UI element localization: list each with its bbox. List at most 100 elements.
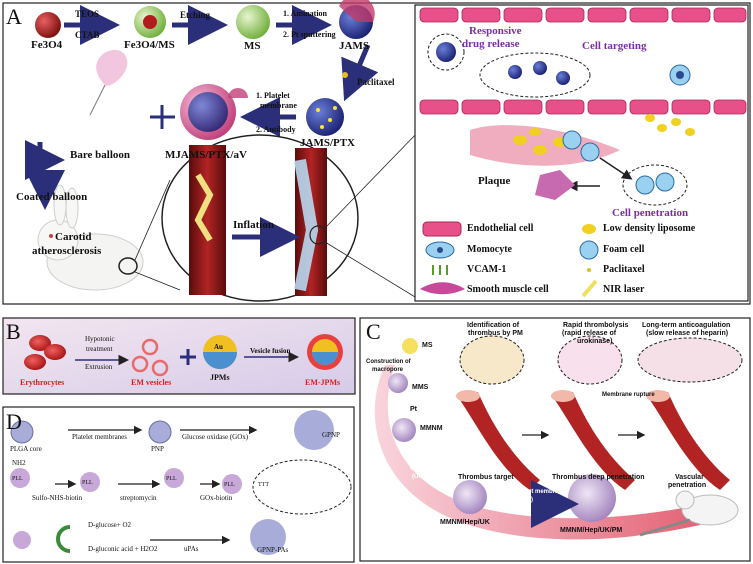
label-ctab: CTAB	[75, 30, 100, 40]
pnp-particle	[148, 420, 172, 444]
label-c-thrombus-target: Thrombus target	[458, 474, 514, 481]
label-d-dglucose: D-glucose+ O2	[88, 521, 132, 529]
label-d-upas: uPAs	[184, 545, 199, 553]
label-paclitaxel-step: Paclitaxel	[357, 77, 395, 87]
penetration-ellipse	[622, 164, 688, 206]
label-d-pnp: PNP	[151, 445, 164, 453]
legend-paclitaxel: Paclitaxel	[603, 264, 645, 275]
label-ms: MS	[244, 40, 261, 52]
fe3o4-particle	[35, 12, 61, 38]
ldl-icon	[582, 224, 596, 234]
label-c-pt: Pt	[410, 406, 417, 413]
balloon-icon	[96, 49, 128, 86]
label-teos: TEOS	[75, 9, 100, 19]
zoom-thrombus	[459, 335, 525, 385]
label-coated-balloon: Coated balloon	[16, 191, 88, 203]
vessel-c3	[646, 390, 730, 490]
label-c-platelet-membrane: Platelet membrane	[512, 489, 566, 495]
label-c-macropore: macropore	[372, 367, 404, 373]
gpnp-particle	[294, 410, 334, 450]
nir-laser-icon	[581, 279, 598, 298]
label-c-mmnm-hep-uk: MMNM/Hep/UK	[440, 519, 490, 526]
mmnm-hep-uk-particle	[453, 480, 487, 514]
label-bare-balloon: Bare balloon	[70, 149, 131, 161]
label-d-streptomycin: streptomycin	[120, 494, 157, 502]
label-d-pll-3: PLL	[166, 476, 177, 482]
label-c-long2: (slow release of heparin)	[646, 330, 729, 337]
label-hypotonic: Hypotonic	[85, 335, 115, 343]
label-c-hep: (Hep)	[436, 455, 452, 461]
label-cell-penetration: Cell penetration	[612, 207, 689, 219]
plga-core	[10, 420, 34, 444]
dead-cell	[535, 170, 575, 200]
label-d-dgluconic: D-gluconic acid + H2O2	[88, 545, 158, 553]
label-c-mms: MMS	[412, 384, 429, 391]
label-jams-ptx: JAMS/PTX	[300, 137, 355, 149]
label-treatment: treatment	[86, 345, 113, 353]
arrow-coated	[25, 140, 65, 180]
label-erythrocytes: Erythrocytes	[20, 378, 65, 387]
paclitaxel-icon	[587, 268, 591, 272]
ms-particle	[236, 5, 270, 39]
legend-endothelial: Endothelial cell	[467, 223, 534, 234]
label-c-ident2: thrombus by PM	[468, 330, 523, 337]
label-d-gox-biotin: GOx-biotin	[200, 494, 233, 502]
endothelial-row-top	[419, 7, 747, 23]
label-mjams: MJAMS/PTX/aV	[165, 149, 247, 161]
pll-3	[164, 468, 184, 488]
label-membrane: membrane	[260, 101, 297, 110]
label-antibody: 2. Antibody	[256, 125, 296, 134]
label-c-rapid3: urokinase)	[577, 338, 613, 345]
label-d-pll-2: PLL	[82, 480, 93, 486]
vessel-c1	[456, 390, 540, 490]
pll-2	[80, 472, 100, 492]
foam-cell-icon	[579, 240, 599, 260]
label-extrusion: Extrusion	[85, 363, 113, 371]
legend-ldl: Low density liposome	[603, 223, 696, 234]
label-d-pll-1: PLL	[12, 476, 23, 482]
flow-band	[374, 365, 700, 540]
label-d-ttt: TTT	[258, 482, 269, 488]
zoom-anticoagulation	[637, 337, 743, 383]
label-inflation: Inflation	[233, 219, 274, 231]
zoom-chemistry	[252, 459, 352, 515]
label-fe3o4: Fe3O4	[31, 39, 63, 51]
endothelial-cell-icon	[422, 221, 462, 237]
label-em-jpms: EM-JPMs	[305, 378, 341, 387]
panel-label-a: A	[6, 4, 22, 29]
label-jpms: JPMs	[210, 373, 230, 382]
label-etching: Etching	[180, 10, 211, 20]
label-d-nh2: NH2	[12, 459, 26, 467]
plus-sign	[150, 105, 175, 129]
panel-label-c: C	[366, 319, 381, 344]
label-platelet: 1. Platelet	[256, 91, 290, 100]
label-c-vascular: Vascular	[675, 474, 704, 481]
vcam-icon	[432, 265, 448, 275]
pll-1	[10, 468, 30, 488]
label-amination: 1. Amination	[283, 9, 328, 18]
label-c-urokinase: Urokinase	[410, 466, 440, 472]
gpnp-pas-particle	[250, 519, 286, 555]
label-c-penetration: penetration	[668, 482, 707, 489]
label-d-sulfo: Sulfo-NHS-biotin	[32, 494, 83, 502]
legend-foam-cell: Foam cell	[603, 244, 645, 255]
jams-ptx-particle	[306, 98, 344, 136]
label-d-gox: Glucose oxidase (GOx)	[182, 433, 249, 441]
label-d-gpnp: GPNP	[322, 431, 340, 439]
targeting-ellipse	[479, 52, 591, 98]
arrow-paclitaxel	[341, 44, 379, 102]
label-c-pm: (PM)	[520, 497, 533, 503]
endothelial-row-mid	[419, 99, 747, 115]
label-vesicle-fusion: Vesicle fusion	[250, 347, 291, 355]
ms-particle-c	[402, 338, 418, 354]
mmnm-pm-particle	[568, 474, 616, 522]
legend-smooth-muscle: Smooth muscle cell	[467, 284, 549, 295]
label-cell-targeting: Cell targeting	[582, 40, 647, 52]
label-c-heparin: Heparin	[432, 447, 455, 453]
label-drug-release: drug release	[462, 38, 520, 50]
legend-vcam: VCAM-1	[467, 264, 507, 275]
vessel-c2	[551, 390, 635, 490]
label-c-mmnm-pm: MMNM/Hep/UK/PM	[560, 527, 623, 534]
